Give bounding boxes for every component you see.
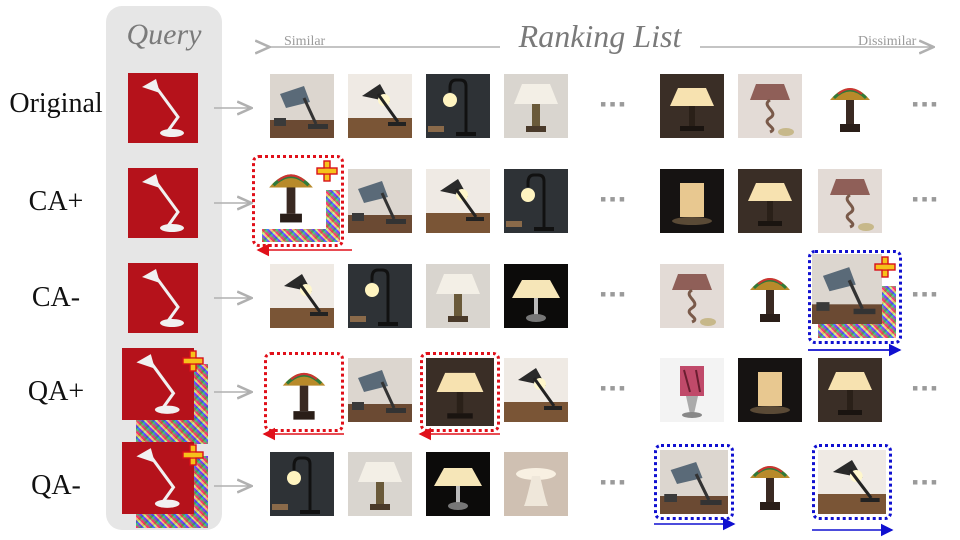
row-label-original: Original (9, 88, 103, 119)
result-thumbnail (738, 264, 802, 328)
result-thumbnail (426, 452, 490, 516)
result-thumbnail (426, 74, 490, 138)
result-thumbnail (270, 74, 334, 138)
result-thumbnail (504, 264, 568, 328)
row-label-ca-plus: CA+ (28, 186, 84, 217)
result-thumbnail (348, 358, 412, 422)
ellipsis: ▪▪▪ (912, 378, 941, 398)
result-thumbnail (738, 452, 802, 516)
query-title: Query (126, 18, 202, 51)
result-thumbnail (348, 169, 412, 233)
demoted-candidate-thumbnail (660, 450, 728, 514)
promoted-candidate-frame (420, 352, 500, 432)
result-thumbnail (504, 358, 568, 422)
plus-cross-icon (874, 256, 896, 278)
ellipsis: ▪▪▪ (912, 472, 941, 492)
ellipsis: ▪▪▪ (600, 472, 629, 492)
ellipsis: ▪▪▪ (600, 378, 629, 398)
demoted-candidate-frame (812, 444, 892, 520)
result-thumbnail (660, 74, 724, 138)
result-thumbnail (348, 264, 412, 328)
result-thumbnail (818, 74, 882, 138)
ranking-list-title: Ranking List (518, 18, 682, 54)
result-thumbnail (660, 264, 724, 328)
promoted-candidate-frame (264, 352, 344, 432)
plus-cross-icon (182, 350, 204, 372)
promoted-candidate-thumbnail (426, 358, 494, 426)
promoted-candidate-thumbnail (270, 358, 338, 426)
query-image-ca-minus (128, 263, 198, 333)
result-thumbnail (270, 452, 334, 516)
result-thumbnail (270, 264, 334, 328)
ellipsis: ▪▪▪ (600, 94, 629, 114)
result-thumbnail (348, 452, 412, 516)
query-image-ca-plus (128, 168, 198, 238)
result-thumbnail (504, 74, 568, 138)
ellipsis: ▪▪▪ (912, 94, 941, 114)
result-thumbnail (738, 74, 802, 138)
row-label-qa-plus: QA+ (27, 376, 85, 407)
demoted-candidate-frame (808, 250, 902, 344)
result-thumbnail (738, 358, 802, 422)
row-label-ca-minus: CA- (31, 282, 81, 313)
result-thumbnail (818, 169, 882, 233)
plus-cross-icon (316, 160, 338, 182)
result-thumbnail (348, 74, 412, 138)
demoted-candidate-thumbnail (812, 254, 882, 324)
dissimilar-label: Dissimilar (858, 34, 917, 49)
ellipsis: ▪▪▪ (912, 189, 941, 209)
demoted-candidate-frame (654, 444, 734, 520)
result-thumbnail (738, 169, 802, 233)
ellipsis: ▪▪▪ (600, 189, 629, 209)
result-thumbnail (818, 358, 882, 422)
result-thumbnail (426, 264, 490, 328)
row-label-qa-minus: QA- (31, 470, 81, 501)
result-thumbnail (426, 169, 490, 233)
demoted-candidate-thumbnail (818, 450, 886, 514)
plus-cross-icon (182, 444, 204, 466)
result-thumbnail (660, 358, 724, 422)
ellipsis: ▪▪▪ (600, 284, 629, 304)
similar-label: Similar (284, 34, 326, 49)
result-thumbnail (504, 169, 568, 233)
ellipsis: ▪▪▪ (912, 284, 941, 304)
query-image-original (128, 73, 198, 143)
result-thumbnail (660, 169, 724, 233)
promoted-candidate-frame (252, 155, 344, 247)
result-thumbnail (504, 452, 568, 516)
